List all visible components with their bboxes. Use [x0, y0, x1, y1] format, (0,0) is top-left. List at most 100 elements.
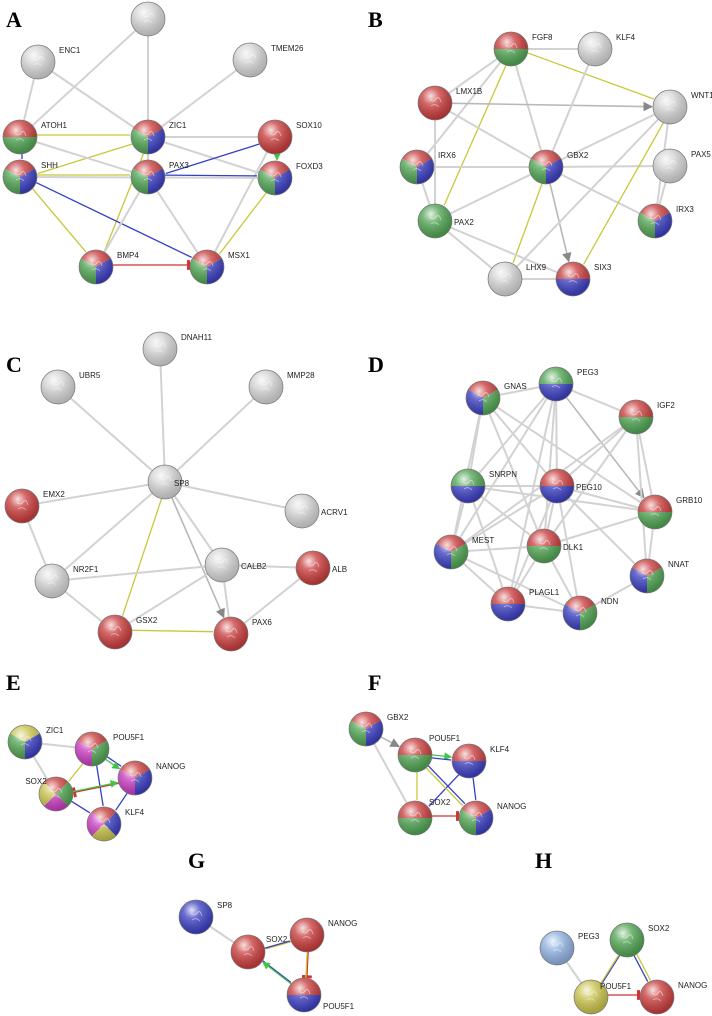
node-label: PLAGL1	[529, 588, 560, 597]
node-label: SOX10	[296, 121, 322, 130]
node-outline	[178, 899, 214, 935]
edge-a-6-9	[31, 188, 87, 253]
edge-h-1-3	[633, 955, 649, 982]
node-label: SOX2	[266, 935, 288, 944]
node-e-klf4[interactable]: KLF4	[86, 806, 145, 842]
node-a-bmp4[interactable]: BMP4	[78, 249, 139, 285]
node-outline	[538, 366, 574, 402]
node-c-calb2[interactable]: CALB2	[204, 547, 267, 583]
edge-a-6-10	[35, 181, 192, 258]
node-outline	[450, 468, 486, 504]
edge-b-5-8	[545, 166, 656, 222]
node-e-sox2[interactable]: SOX2	[25, 776, 74, 812]
node-outline	[637, 494, 673, 530]
node-outline	[417, 85, 453, 121]
edge-c-4-8	[51, 481, 166, 582]
node-b-six3[interactable]: SIX3	[555, 261, 612, 297]
node-label: DNAH11	[181, 333, 213, 342]
node-outline	[2, 119, 38, 155]
node-g-pou5f1[interactable]: POU5F1	[286, 977, 355, 1013]
node-outline	[147, 464, 183, 500]
node-g-sox2[interactable]: SOX2	[230, 934, 288, 970]
node-h-nanog[interactable]: NANOG	[639, 979, 707, 1015]
node-g-nanog[interactable]: NANOG	[289, 917, 357, 953]
node-outline	[618, 399, 654, 435]
node-outline	[399, 149, 435, 185]
node-label: IRX6	[438, 151, 456, 160]
edge-d-0-6	[543, 383, 557, 547]
node-label: SIX3	[594, 263, 612, 272]
edge-b-5-7	[434, 166, 547, 222]
node-c-pax6[interactable]: PAX6	[213, 616, 272, 652]
node-h-peg3[interactable]: PEG3	[539, 930, 600, 966]
node-h-pou5f1[interactable]: POU5F1	[573, 979, 632, 1015]
node-f-nanog[interactable]: NANOG	[458, 800, 526, 836]
node-d-plagl1[interactable]: PLAGL1	[490, 586, 560, 622]
node-outline	[213, 616, 249, 652]
edge-g-1-2	[265, 941, 292, 950]
node-label: IRX3	[676, 205, 694, 214]
node-d-peg3[interactable]: PEG3	[538, 366, 599, 402]
node-a-sox10[interactable]: SOX10	[257, 119, 322, 155]
edge-a-1-4	[37, 61, 149, 138]
node-d-grb10[interactable]: GRB10	[637, 494, 703, 530]
node-f-klf4[interactable]: KLF4	[451, 743, 510, 779]
node-e-nanog[interactable]: NANOG	[117, 760, 185, 796]
node-c-alb[interactable]: ALB	[295, 550, 347, 586]
edge-e-3-4	[71, 800, 91, 814]
node-outline	[117, 760, 153, 796]
node-b-klf4[interactable]: KLF4	[577, 31, 636, 67]
node-c-gsx2[interactable]: GSX2	[97, 614, 158, 650]
node-d-ndn[interactable]: NDN	[562, 595, 619, 631]
node-label: SHH	[41, 161, 58, 170]
node-d-dlk1[interactable]: DLK1	[526, 528, 584, 564]
node-label: NNAT	[668, 560, 689, 569]
node-label: PAX3	[169, 161, 189, 170]
node-outline	[38, 776, 74, 812]
edge-d-3-9	[467, 485, 509, 605]
node-a-zic4[interactable]: ZIC4	[130, 0, 166, 37]
node-outline	[573, 979, 609, 1015]
edge-h-1-3	[636, 953, 651, 981]
node-d-gnas[interactable]: GNAS	[465, 380, 527, 416]
edge-d-2-6	[543, 416, 637, 547]
edge-b-3-10	[583, 122, 664, 265]
node-outline	[4, 488, 40, 524]
node-b-irx3[interactable]: IRX3	[637, 203, 694, 239]
node-b-wnt1[interactable]: WNT1	[652, 89, 712, 125]
node-label: PAX6	[252, 618, 272, 627]
edge-c-2-4	[164, 386, 267, 483]
node-c-sp8[interactable]: SP8	[147, 464, 190, 500]
node-label: KLF4	[490, 745, 510, 754]
edge-h-1-2	[601, 955, 621, 984]
node-a-msx1[interactable]: MSX1	[189, 249, 250, 285]
node-c-dnah11[interactable]: DNAH11	[142, 331, 213, 367]
node-label: FOXD3	[296, 162, 323, 171]
node-b-pax5[interactable]: PAX5	[652, 148, 711, 184]
node-c-mmp28[interactable]: MMP28	[248, 369, 315, 405]
node-d-igf2[interactable]: IGF2	[618, 399, 675, 435]
node-f-gbx2[interactable]: GBX2	[348, 711, 409, 747]
node-outline	[539, 930, 575, 966]
node-a-tmem26[interactable]: TMEM26	[232, 42, 304, 78]
node-e-zic1[interactable]: ZIC1	[7, 724, 64, 760]
node-d-nnat[interactable]: NNAT	[629, 558, 689, 594]
node-g-sp8[interactable]: SP8	[178, 899, 233, 935]
edge-f-1-2	[432, 752, 453, 761]
edge-b-5-1	[545, 48, 596, 168]
node-label: LMX1B	[456, 87, 482, 96]
node-label: GSX2	[136, 616, 158, 625]
edge-c-0-4	[159, 348, 166, 483]
edge-d-0-5	[565, 396, 645, 499]
node-a-enc1[interactable]: ENC1	[20, 44, 81, 80]
edge-a-2-4	[147, 59, 251, 138]
node-b-pax2[interactable]: PAX2	[417, 203, 474, 239]
node-a-foxd3[interactable]: FOXD3	[257, 160, 323, 196]
node-outline	[40, 369, 76, 405]
node-h-sox2[interactable]: SOX2	[609, 922, 670, 958]
node-label: MSX1	[228, 251, 250, 260]
node-c-emx2[interactable]: EMX2	[4, 488, 65, 524]
edge-g-2-1	[264, 940, 291, 949]
node-c-acrv1[interactable]: ACRV1	[284, 493, 348, 529]
node-outline	[562, 595, 598, 631]
